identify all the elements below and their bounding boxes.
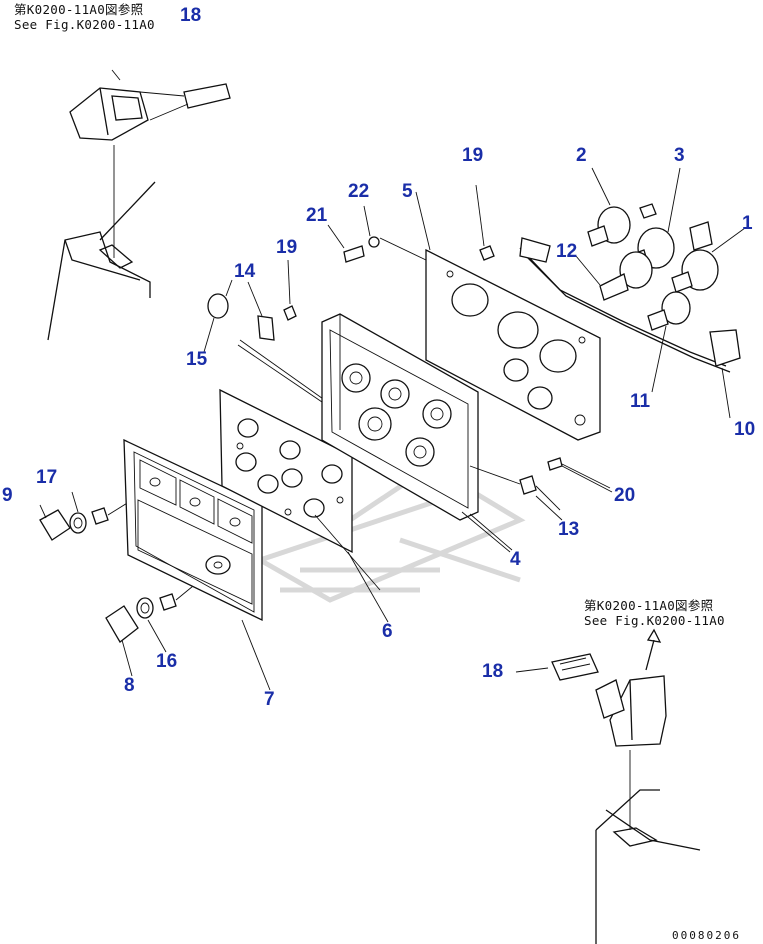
callout-1: 1	[742, 213, 753, 234]
callout-20: 20	[614, 485, 636, 506]
callout-11: 11	[630, 391, 651, 412]
reference-note-line-2: See Fig.K0200-11A0	[584, 613, 725, 628]
drawing-number: 00080206	[672, 929, 741, 942]
front-bezel-7	[123, 438, 263, 622]
callout-9: 9	[2, 485, 13, 506]
callout-18-bottom: 18	[482, 661, 504, 682]
callout-13: 13	[558, 519, 580, 540]
callout-10: 10	[734, 419, 756, 440]
callout-14: 14	[234, 261, 256, 282]
callout-18-top: 18	[180, 5, 202, 26]
backing-plate-5	[379, 237, 601, 441]
knob-8-group	[105, 567, 216, 643]
cab-reference-bottom-right	[515, 628, 701, 944]
reference-note-line-1: 第K0200-11A0図参照	[584, 598, 714, 613]
callout-21: 21	[306, 205, 328, 226]
callout-19-lower: 19	[276, 237, 298, 258]
callout-5: 5	[402, 181, 413, 202]
cab-reference-top-left	[47, 69, 231, 341]
plate-6	[219, 339, 381, 591]
callout-19-upper: 19	[462, 145, 484, 166]
callout-7: 7	[264, 689, 275, 710]
callout-12: 12	[556, 241, 578, 262]
callout-15: 15	[186, 349, 208, 370]
callout-4: 4	[510, 549, 521, 570]
knob-9-group	[39, 491, 146, 541]
gauges-and-harness	[519, 203, 741, 373]
leader-lines	[39, 167, 746, 691]
callout-17: 17	[36, 467, 58, 488]
callout-6: 6	[382, 621, 393, 642]
callout-22: 22	[348, 181, 370, 202]
reference-note-bottom-right: 第K0200-11A0図参照 See Fig.K0200-11A0	[584, 598, 725, 628]
reference-note-top-left: 第K0200-11A0図参照 See Fig.K0200-11A0	[14, 2, 155, 32]
callout-16: 16	[156, 651, 178, 672]
callout-2: 2	[576, 145, 587, 166]
gauge-housing-4	[321, 313, 511, 553]
callout-3: 3	[674, 145, 685, 166]
callout-8: 8	[124, 675, 135, 696]
reference-note-line-1: 第K0200-11A0図参照	[14, 2, 144, 17]
small-parts	[207, 184, 611, 511]
reference-note-line-2: See Fig.K0200-11A0	[14, 17, 155, 32]
